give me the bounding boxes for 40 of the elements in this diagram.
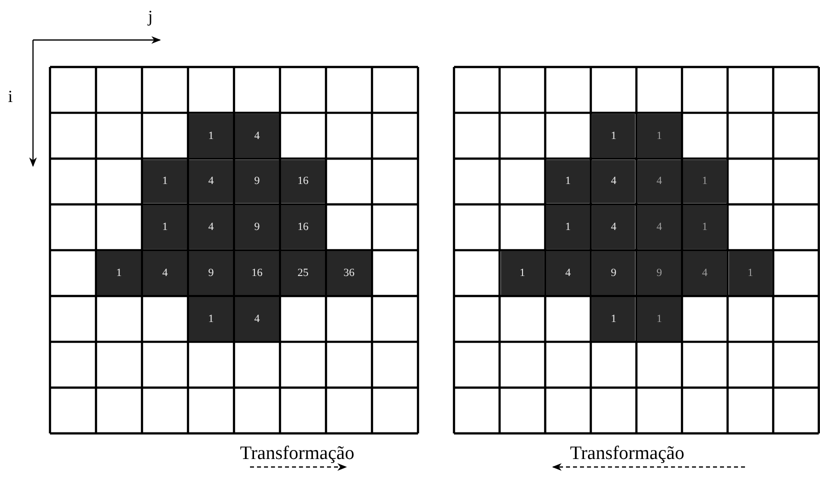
- shaded-cell: 4: [189, 160, 233, 204]
- shaded-cell: 1: [546, 160, 590, 204]
- shaded-cell: 1: [637, 114, 681, 158]
- shaded-cell: 1: [189, 114, 233, 158]
- shaded-cell: 16: [235, 251, 279, 295]
- shaded-cell: 4: [189, 205, 233, 250]
- axis-label: i: [8, 88, 13, 105]
- shaded-cell: 4: [637, 205, 681, 250]
- shaded-cell: 16: [281, 205, 325, 250]
- shaded-cell: 1: [97, 251, 141, 295]
- shaded-cell: 9: [592, 251, 636, 295]
- shaded-cell: 25: [281, 251, 325, 295]
- shaded-cell: 1: [500, 251, 544, 295]
- shaded-cell: 4: [235, 297, 279, 341]
- shaded-cell: 9: [189, 251, 233, 295]
- shaded-cell: 9: [235, 205, 279, 250]
- shaded-cell: 1: [637, 297, 681, 341]
- shaded-cell: 4: [235, 114, 279, 158]
- axis-label: j: [148, 8, 153, 25]
- shaded-cell: 36: [327, 251, 371, 295]
- shaded-cell: 1: [683, 205, 727, 250]
- shaded-cell: 4: [592, 205, 636, 250]
- shaded-cell: 4: [683, 251, 727, 295]
- shaded-cell: 1: [189, 297, 233, 341]
- transformation-label: Transformação: [570, 444, 684, 463]
- shaded-cell: 1: [592, 297, 636, 341]
- shaded-cell: 9: [637, 251, 681, 295]
- shaded-cell: 4: [546, 251, 590, 295]
- shaded-cell: 9: [235, 160, 279, 204]
- shaded-cell: 1: [683, 160, 727, 204]
- transformation-label: Transformação: [240, 444, 354, 463]
- shaded-cell: 1: [143, 205, 187, 250]
- shaded-cell: 1: [143, 160, 187, 204]
- shaded-cell: 1: [592, 114, 636, 158]
- shaded-cell: 4: [143, 251, 187, 295]
- shaded-cell: 16: [281, 160, 325, 204]
- shaded-cell: 4: [637, 160, 681, 204]
- shaded-cell: 1: [546, 205, 590, 250]
- shaded-cell: 4: [592, 160, 636, 204]
- shaded-cell: 1: [728, 251, 772, 295]
